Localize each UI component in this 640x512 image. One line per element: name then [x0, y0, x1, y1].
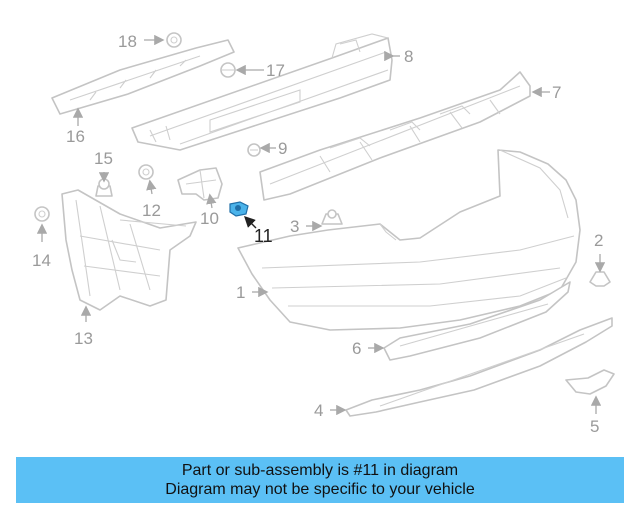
- part-17-nut: [220, 62, 236, 78]
- callout-14: 14: [32, 251, 51, 270]
- part-7-absorber: [259, 71, 531, 201]
- part-10-bracket: [177, 167, 223, 201]
- part-4-valance: [345, 317, 613, 417]
- callout-labels: 18 8 17 7 16 9 15 12 10 11 14 3 2 1 13 6…: [32, 32, 603, 436]
- part-3-retainer: [321, 209, 343, 225]
- banner-line-part: Part or sub-assembly is #11 in diagram: [181, 462, 459, 479]
- part-6-trim: [383, 281, 571, 361]
- part-5-bracket: [565, 369, 615, 395]
- part-15-screw: [95, 178, 113, 197]
- part-14-clip: [34, 206, 50, 222]
- part-2-clip: [589, 271, 611, 287]
- callout-4: 4: [314, 401, 323, 420]
- callout-5: 5: [590, 417, 599, 436]
- callout-18: 18: [118, 32, 137, 51]
- part-18-clip: [166, 32, 182, 48]
- part-12-grommet: [138, 164, 154, 180]
- part-11-fastener-highlighted: [229, 201, 249, 217]
- part-1-bumper-cover: [237, 149, 581, 331]
- part-8-impact-bar: [131, 33, 393, 151]
- part-9-bolt: [247, 143, 261, 157]
- banner-line-disclaimer: Diagram may not be specific to your vehi…: [165, 481, 475, 498]
- callout-12: 12: [142, 201, 161, 220]
- callout-16: 16: [66, 127, 85, 146]
- callout-3: 3: [290, 217, 299, 236]
- callout-1: 1: [236, 283, 245, 302]
- leader-lines: [36, 34, 606, 416]
- part-16-bracket: [51, 39, 235, 115]
- callout-10: 10: [200, 209, 219, 228]
- callout-11-highlighted: 11: [254, 226, 273, 246]
- callout-8: 8: [404, 47, 413, 66]
- callout-15: 15: [94, 149, 113, 168]
- info-banner: Part or sub-assembly is #11 in diagram D…: [16, 457, 624, 503]
- callout-17: 17: [266, 61, 285, 80]
- parts-diagram: 18 8 17 7 16 9 15 12 10 11 14 3 2 1 13 6…: [32, 32, 615, 436]
- callout-2: 2: [594, 231, 603, 250]
- callout-13: 13: [74, 329, 93, 348]
- part-13-side-bracket: [61, 189, 197, 311]
- callout-6: 6: [352, 339, 361, 358]
- callout-9: 9: [278, 139, 287, 158]
- callout-7: 7: [552, 83, 561, 102]
